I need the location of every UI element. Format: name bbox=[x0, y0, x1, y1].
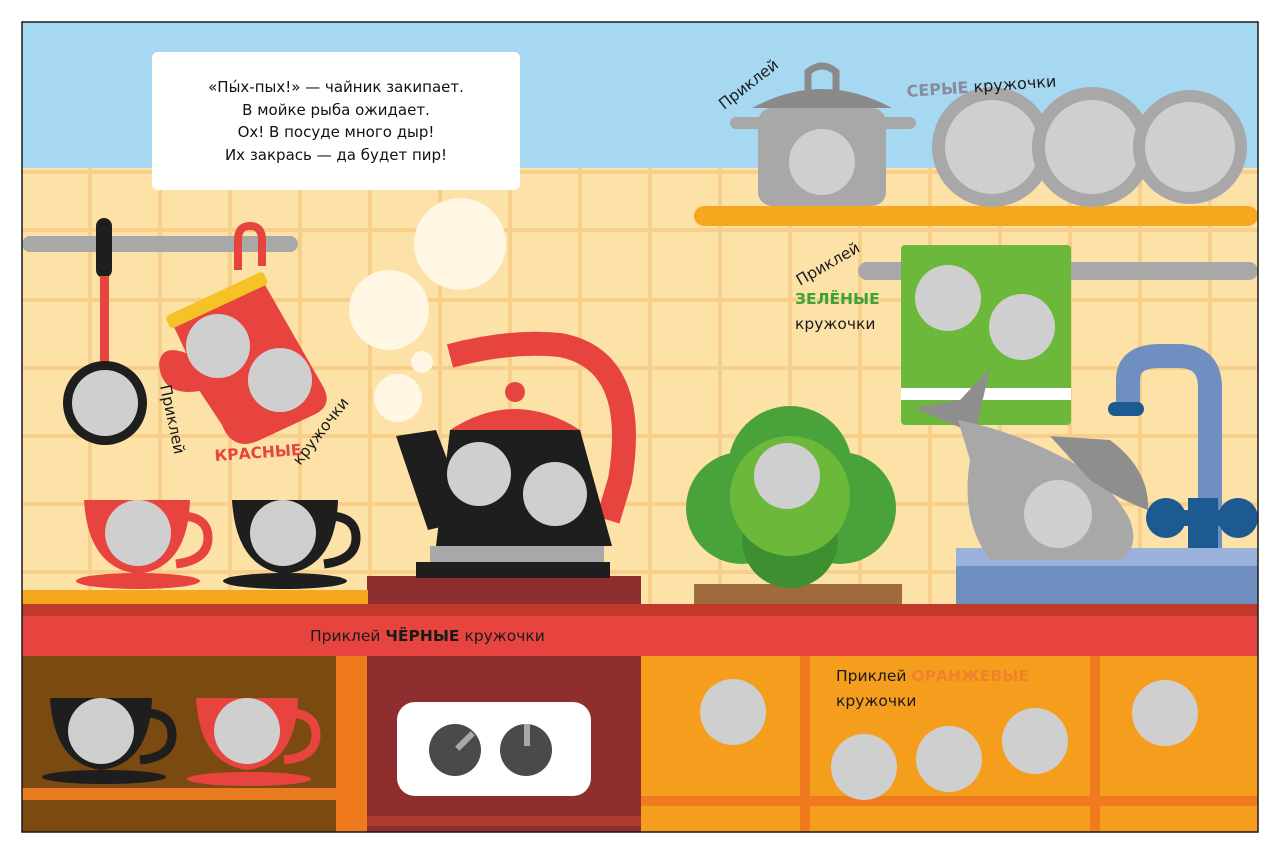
fish-tail bbox=[914, 368, 990, 434]
stove-block bbox=[367, 576, 641, 606]
cabinet-cup-red-hole bbox=[214, 698, 280, 764]
oven-knob-left bbox=[429, 724, 481, 776]
oven-mitt-loop bbox=[234, 221, 266, 270]
towel-hole-2 bbox=[989, 294, 1055, 360]
ladle-handle bbox=[100, 276, 109, 366]
cabinet-orange-shelf bbox=[641, 796, 1258, 806]
label-black-circles: Приклей ЧЁРНЫЕ кружочки bbox=[310, 627, 545, 645]
kettle-lid-knob bbox=[505, 382, 525, 402]
pot-hole bbox=[789, 129, 855, 195]
towel-stripe bbox=[901, 388, 1071, 400]
oven-cabinet-shelf bbox=[367, 816, 641, 826]
cup-black-handle bbox=[323, 511, 361, 569]
kettle-lid bbox=[450, 409, 580, 430]
fish-head bbox=[1050, 436, 1149, 510]
poem-line: Ох! В посуде много дыр! bbox=[237, 123, 435, 141]
faucet-bar bbox=[1160, 510, 1244, 526]
fish-hole bbox=[1024, 480, 1092, 548]
steam-bubble bbox=[374, 374, 422, 422]
label-green-color: ЗЕЛЁНЫЕ bbox=[795, 290, 880, 308]
cup-red-handle bbox=[175, 511, 213, 569]
cabinet-divider bbox=[800, 656, 810, 832]
cabinet-left-edge bbox=[336, 656, 367, 832]
oven-panel bbox=[397, 702, 591, 796]
faucet-spout bbox=[1108, 402, 1144, 416]
kettle-stand bbox=[416, 562, 610, 578]
cabinet-hole bbox=[831, 734, 897, 800]
steam-bubble bbox=[349, 270, 429, 350]
cabinet-hole bbox=[1002, 708, 1068, 774]
cabinet-saucer-red bbox=[187, 772, 311, 786]
ladle-hole bbox=[72, 370, 138, 436]
counter-top-left bbox=[22, 590, 368, 608]
mitt-hole-1 bbox=[186, 314, 250, 378]
faucet-pipe bbox=[1116, 344, 1222, 560]
plates bbox=[932, 87, 1247, 207]
cabinet-divider bbox=[1090, 656, 1100, 832]
kettle-hole-2 bbox=[523, 462, 587, 526]
page-frame bbox=[21, 21, 1259, 833]
pot-lid bbox=[752, 89, 892, 108]
towel-hole-1 bbox=[915, 265, 981, 331]
poem-line: «Пы́х-пых!» — чайник закипает. bbox=[208, 78, 464, 96]
label-orange-circles: Приклей ОРАНЖЕВЫЕ bbox=[836, 667, 1029, 685]
ladle-handle-top bbox=[96, 218, 112, 278]
label-orange-circles-tail: кружочки bbox=[836, 692, 917, 710]
cabinet-left-shelf bbox=[22, 788, 336, 800]
steam-bubble bbox=[411, 351, 433, 373]
utensil-rail bbox=[22, 236, 298, 252]
cabinet-hole bbox=[700, 679, 766, 745]
oven-knob-left-marker bbox=[455, 731, 475, 751]
poem-box: «Пы́х-пых!» — чайник закипает. В мойке р… bbox=[152, 52, 520, 190]
oven-knob-right bbox=[500, 724, 552, 776]
mitt-hole-2 bbox=[248, 348, 312, 412]
cabinet-cup-red-handle bbox=[283, 708, 321, 765]
steam-bubble bbox=[414, 198, 506, 290]
cabbage-hole bbox=[754, 443, 820, 509]
oven-knob-right-marker bbox=[524, 724, 530, 746]
cabbage-board bbox=[694, 584, 902, 606]
counter-band bbox=[22, 604, 1258, 618]
label-green-circles: кружочки bbox=[795, 315, 876, 333]
cabinet-saucer-black bbox=[42, 770, 166, 784]
poem-line: Их закрась — да будет пир! bbox=[224, 145, 448, 164]
kettle-base bbox=[430, 546, 604, 562]
kettle-handle bbox=[446, 331, 636, 524]
cup-black-hole bbox=[250, 500, 316, 566]
saucer-black bbox=[223, 573, 347, 589]
saucer-red bbox=[76, 573, 200, 589]
cabinet-cup-black-hole bbox=[68, 698, 134, 764]
cabinet-hole bbox=[916, 726, 982, 792]
upper-shelf bbox=[694, 206, 1258, 226]
counter-front bbox=[22, 616, 1258, 658]
cabinet-cup-black-handle bbox=[139, 708, 177, 765]
kettle-hole-1 bbox=[447, 442, 511, 506]
poem-line: В мойке рыба ожидает. bbox=[242, 100, 430, 119]
pot-lid-knob bbox=[804, 62, 840, 90]
cup-red-hole bbox=[105, 500, 171, 566]
cabinet-hole bbox=[1132, 680, 1198, 746]
